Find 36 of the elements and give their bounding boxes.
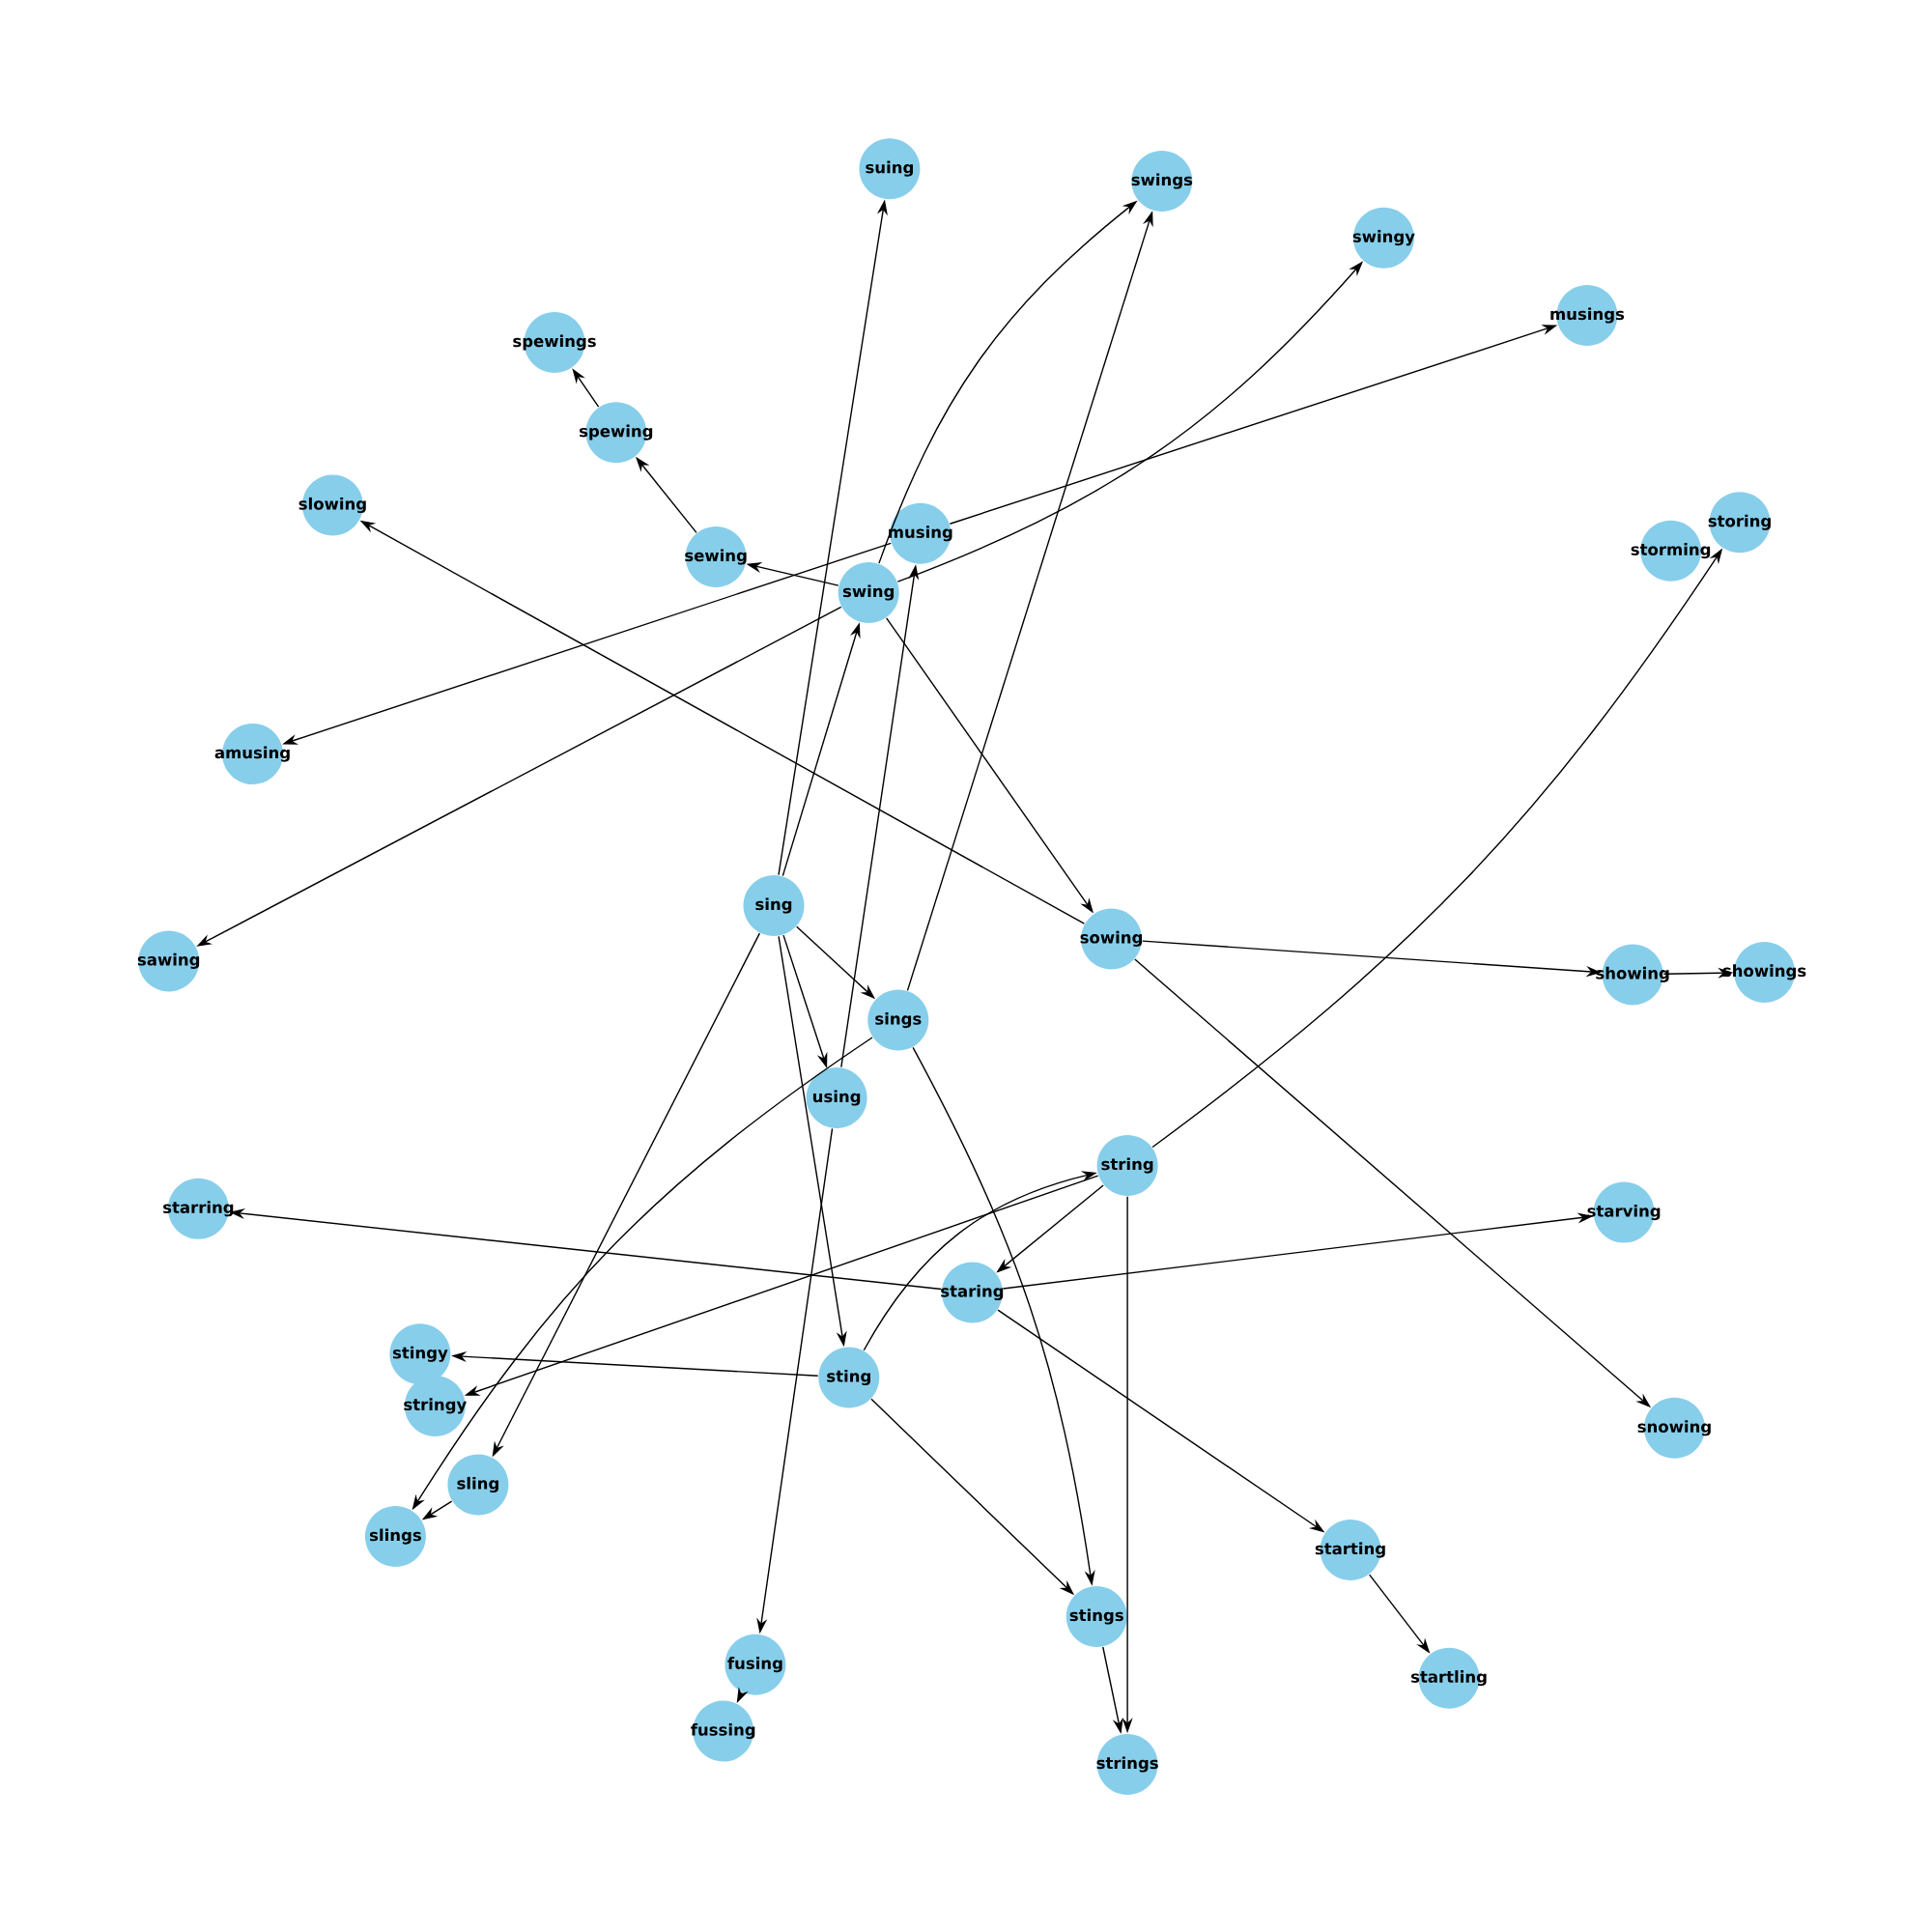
word-node: slings xyxy=(364,1506,426,1568)
word-node: snowing xyxy=(1637,1397,1711,1459)
word-node: suing xyxy=(859,138,921,200)
word-node: sings xyxy=(867,989,929,1051)
word-node: amusing xyxy=(214,724,290,785)
word-node: stings xyxy=(1065,1586,1127,1647)
word-node: swing xyxy=(838,562,899,623)
word-node: stringy xyxy=(404,1375,467,1436)
word-node: showing xyxy=(1596,944,1669,1006)
word-node: swings xyxy=(1131,151,1193,212)
word-node: spewing xyxy=(580,402,653,464)
word-node: sewing xyxy=(685,526,747,587)
word-node: fusing xyxy=(724,1634,786,1695)
word-node: musings xyxy=(1550,285,1625,346)
word-node: starving xyxy=(1587,1181,1661,1243)
word-node: sting xyxy=(818,1347,880,1408)
word-node: staring xyxy=(941,1262,1004,1323)
node-label: stingy xyxy=(392,1346,448,1362)
word-node: starring xyxy=(163,1178,234,1239)
word-node: showings xyxy=(1722,941,1806,1003)
word-node: sing xyxy=(743,875,805,936)
word-node: spewings xyxy=(513,312,596,374)
node-label: stringy xyxy=(404,1398,467,1414)
word-node: sawing xyxy=(137,930,200,992)
word-node: using xyxy=(806,1067,867,1128)
word-node: swingy xyxy=(1352,207,1415,269)
word-node: strings xyxy=(1096,1734,1158,1795)
word-node: stingy xyxy=(389,1323,451,1385)
word-node: string xyxy=(1096,1135,1158,1197)
word-node: slowing xyxy=(298,474,366,536)
word-node: musing xyxy=(889,502,952,564)
word-node: starting xyxy=(1315,1520,1385,1581)
word-node: sowing xyxy=(1080,908,1142,970)
word-node: startling xyxy=(1411,1647,1487,1709)
word-node: fussing xyxy=(691,1700,755,1762)
word-node: sling xyxy=(447,1454,509,1516)
